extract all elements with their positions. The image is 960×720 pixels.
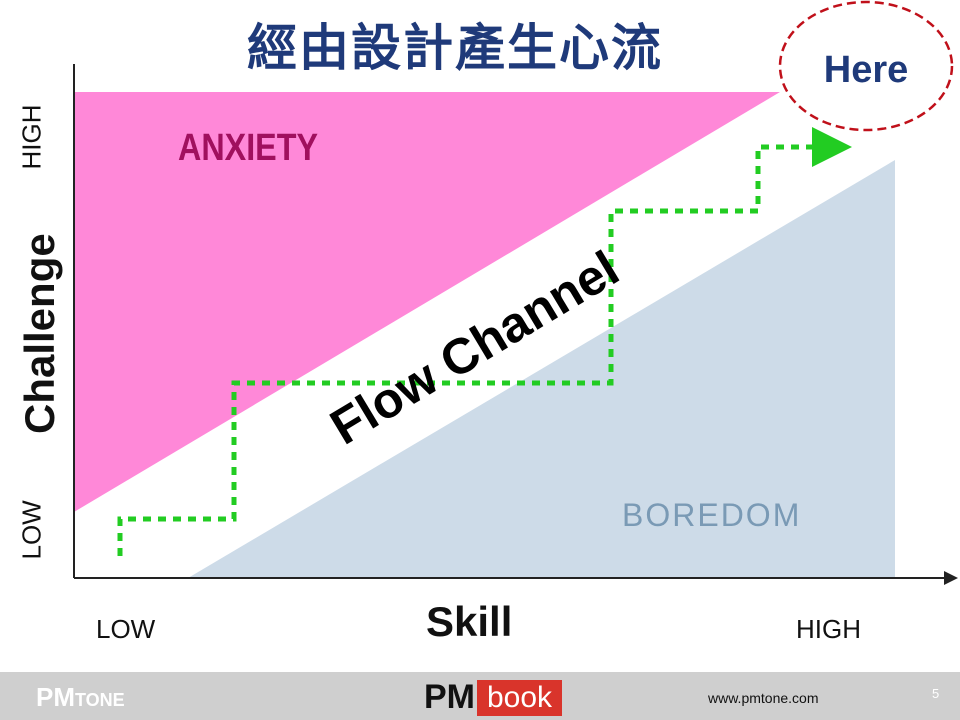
x-axis-title: Skill (426, 598, 513, 645)
x-axis-low-label: LOW (96, 614, 156, 644)
website-link[interactable]: www.pmtone.com (708, 690, 819, 706)
pmbook-logo-book: book (477, 679, 563, 716)
here-circle (778, 0, 954, 132)
anxiety-label: ANXIETY (178, 127, 318, 169)
y-axis-high-label: HIGH (16, 104, 47, 170)
here-label: Here (824, 49, 909, 91)
pmtone-logo-pm: PM (36, 682, 75, 712)
anxiety-region (74, 92, 780, 512)
boredom-label: BOREDOM (622, 497, 801, 533)
pmbook-logo-pm: PM (424, 678, 475, 716)
boredom-region (188, 160, 895, 578)
page-number: 5 (932, 686, 940, 701)
x-axis-high-label: HIGH (796, 614, 861, 644)
pmtone-logo[interactable]: PMTONE (36, 682, 125, 713)
pmtone-logo-tone: TONE (75, 690, 125, 710)
flow-path (117, 127, 852, 556)
y-axis-low-label: LOW (16, 500, 47, 560)
y-axis-title: Challenge (16, 233, 63, 434)
slide-title: 經由設計產生心流 (247, 19, 663, 77)
x-axis-arrow (944, 571, 958, 585)
